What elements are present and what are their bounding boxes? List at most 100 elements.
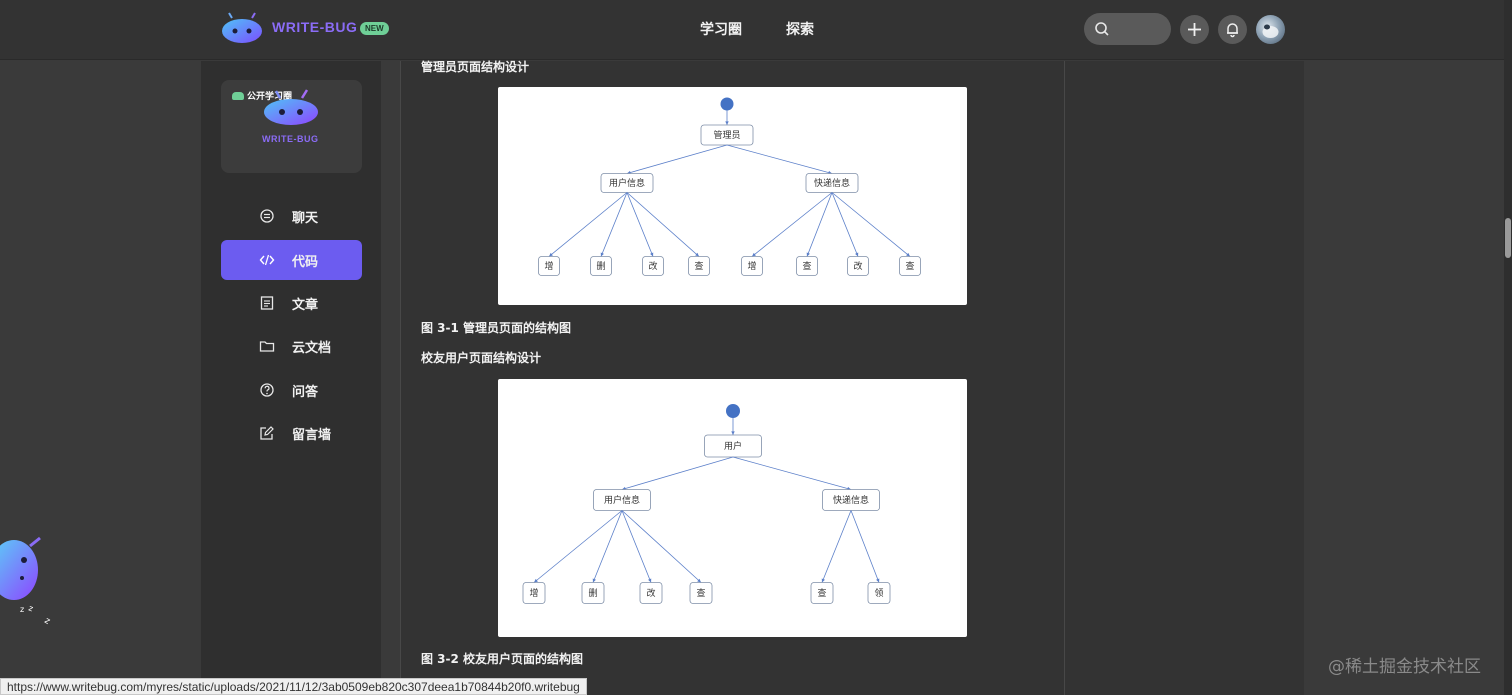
- diagram-edge: [621, 510, 702, 583]
- study-circle-card[interactable]: [221, 80, 362, 173]
- sidebar-item-label: 文章: [292, 298, 319, 313]
- sidebar-item-code[interactable]: 代码: [221, 240, 362, 280]
- diagram-arrowhead: [725, 121, 729, 125]
- diagram-arrowhead: [876, 578, 880, 583]
- diagram-branch-node: 用户信息: [604, 494, 640, 506]
- diagram-leaf-node-box: [639, 582, 663, 604]
- diagram-arrowhead: [695, 252, 699, 257]
- diagram-leaf-node: 改: [646, 587, 655, 599]
- page-scrollbar[interactable]: [1504, 0, 1512, 695]
- top-bar: WRITE-BUG NEW 学习圈 探索: [0, 0, 1512, 60]
- diagram-leaf-node: 增: [544, 260, 553, 272]
- sidebar-item-label: 问答: [292, 385, 319, 400]
- notifications-button[interactable]: [1218, 15, 1247, 44]
- sidebar-item-qa[interactable]: 问答: [221, 370, 362, 410]
- diagram-leaf-node-box: [642, 256, 664, 276]
- diagram-edge: [831, 192, 911, 257]
- diagram-edge: [600, 192, 628, 257]
- figure-caption-alumni: 图 3-2 校友用户页面的结构图: [421, 652, 584, 666]
- diagram-leaf-node: 查: [696, 587, 705, 599]
- chat-icon: [260, 209, 274, 223]
- add-button[interactable]: [1180, 15, 1209, 44]
- diagram-edge: [626, 192, 700, 257]
- svg-text:z: z: [20, 605, 24, 614]
- diagram-edge: [626, 144, 728, 174]
- diagram-edge: [821, 510, 852, 583]
- question-icon: [260, 383, 274, 397]
- diagram-edge: [831, 192, 859, 257]
- nav-explore[interactable]: 探索: [786, 22, 814, 38]
- new-badge: NEW: [360, 22, 389, 35]
- diagram-leaf-node: 改: [853, 260, 862, 272]
- watermark-text: @稀土掘金技术社区: [1328, 657, 1481, 677]
- diagram-leaf-node-box: [689, 582, 713, 604]
- sidebar-item-message-wall[interactable]: 留言墙: [221, 413, 362, 453]
- sidebar-item-label: 云文档: [292, 341, 332, 356]
- diagram-edge: [533, 510, 623, 583]
- diagram-leaf-node-box: [741, 256, 763, 276]
- diagram-leaf-node-box: [810, 582, 834, 604]
- diagram-arrowhead: [650, 252, 654, 257]
- floating-mascot-icon[interactable]: z z z: [0, 528, 60, 628]
- diagram-edge: [621, 510, 652, 583]
- diagram-leaf-node-box: [899, 256, 921, 276]
- diagram-leaf-node: 删: [588, 588, 597, 599]
- diagram-branch-node: 快递信息: [814, 177, 850, 189]
- diagram-branch-node: 用户信息: [609, 177, 645, 189]
- diagram-leaf-node: 查: [802, 260, 811, 272]
- diagram-arrowhead: [855, 252, 859, 257]
- diagram-arrowhead: [534, 578, 538, 583]
- diagram-root-node: 管理员: [713, 129, 740, 141]
- sidebar-item-label: 代码: [292, 255, 319, 270]
- diagram-arrowhead: [731, 431, 735, 435]
- diagram-leaf-node-box: [796, 256, 818, 276]
- sidebar-item-label: 聊天: [292, 211, 319, 226]
- svg-text:z: z: [43, 616, 52, 627]
- diagram-arrowhead: [648, 578, 652, 583]
- page-scrollbar-thumb[interactable]: [1505, 218, 1511, 258]
- sidebar-item-label: 留言墙: [292, 428, 332, 443]
- diagram-branch-node: 快递信息: [833, 494, 869, 506]
- diagram-leaf-node: 领: [874, 587, 883, 599]
- diagram-arrowhead: [752, 252, 756, 257]
- code-icon: [259, 254, 275, 266]
- status-bar-url: https://www.writebug.com/myres/static/up…: [0, 678, 587, 695]
- plus-icon: [1188, 23, 1201, 36]
- diagram-start-node: [726, 404, 740, 418]
- user-avatar[interactable]: [1256, 15, 1285, 44]
- diagram-start-node: [720, 97, 734, 111]
- right-column: [1065, 61, 1304, 695]
- diagram-arrowhead: [549, 252, 553, 257]
- diagram-leaf-node-box: [581, 582, 605, 604]
- search-box[interactable]: [1084, 13, 1171, 45]
- figure-caption-admin: 图 3-1 管理员页面的结构图: [421, 321, 572, 335]
- circle-name: WRITE-BUG: [262, 134, 319, 144]
- diagram-edge: [732, 456, 852, 490]
- diagram-arrowhead: [600, 252, 604, 257]
- diagram-edge: [751, 192, 833, 257]
- diagram-leaf-node-box: [590, 256, 612, 276]
- diagram-edge: [806, 192, 833, 257]
- diagram-root-node: 用户: [724, 440, 742, 452]
- sidebar-item-article[interactable]: 文章: [221, 283, 362, 323]
- sidebar-item-chat[interactable]: 聊天: [221, 196, 362, 236]
- circle-mascot-icon: [264, 89, 318, 125]
- diagram-leaf-node: 查: [817, 587, 826, 599]
- diagram-arrowhead: [906, 252, 910, 257]
- diagram-leaf-node-box: [847, 256, 869, 276]
- diagram-svg: 管理员用户信息增删改查快递信息增查改查: [538, 97, 921, 276]
- bell-icon: [1227, 23, 1238, 38]
- diagram-leaf-node-box: [688, 256, 710, 276]
- diagram-leaf-node: 改: [648, 260, 657, 272]
- diagram-edge: [726, 144, 833, 174]
- diagram-leaf-node: 增: [529, 587, 538, 599]
- writebug-logo[interactable]: [220, 12, 264, 44]
- diagram-leaf-node: 增: [747, 260, 756, 272]
- sidebar-item-cloud-docs[interactable]: 云文档: [221, 326, 362, 366]
- diagram-leaf-node: 查: [905, 260, 914, 272]
- diagram-leaf-node-box: [522, 582, 546, 604]
- diagram-leaf-node-box: [538, 256, 560, 276]
- brand-name[interactable]: WRITE-BUG: [272, 19, 358, 35]
- diagram-arrowhead: [697, 578, 701, 583]
- nav-study-circle[interactable]: 学习圈: [700, 22, 742, 38]
